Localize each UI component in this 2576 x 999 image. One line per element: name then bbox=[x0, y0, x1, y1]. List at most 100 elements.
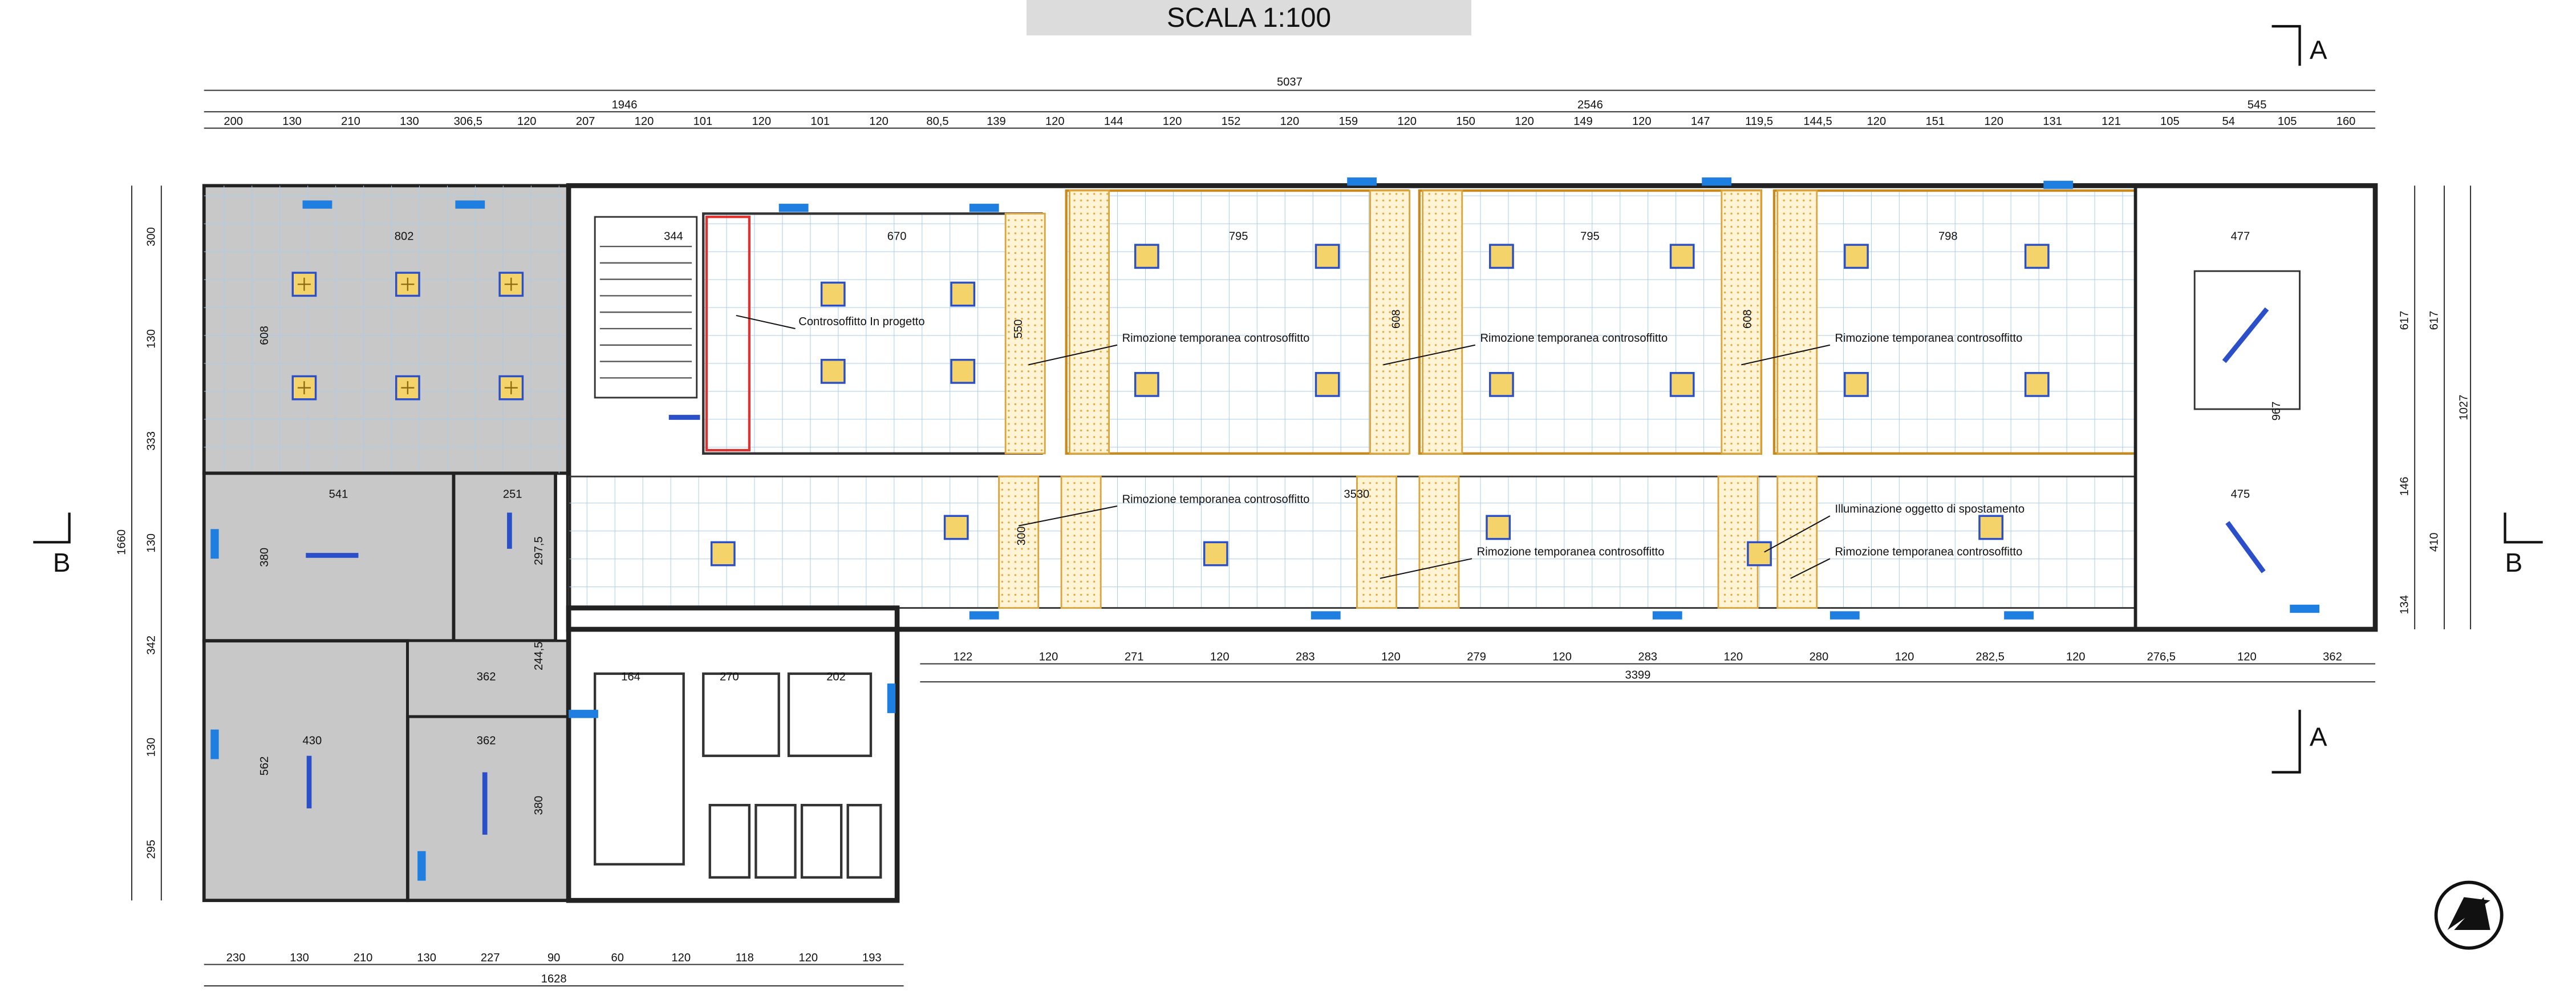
dim-bot-seg-1: 130 bbox=[290, 952, 309, 964]
dim-top-seg-26: 119,5 bbox=[1745, 115, 1773, 128]
dim-bottom-total: 1628 bbox=[541, 973, 567, 985]
section-marker-b-right bbox=[2504, 512, 2543, 544]
label-rimozione-2: Rimozione temporanea controsoffitto bbox=[1480, 332, 1668, 345]
dim-mid-total: 3399 bbox=[1625, 669, 1651, 681]
wc-1-width: 164 bbox=[621, 670, 640, 683]
room2-height: 380 bbox=[258, 548, 271, 567]
dim-left-seg-0: 300 bbox=[145, 227, 157, 246]
dim-right-inner-b1: 146 bbox=[2399, 477, 2411, 496]
label-illuminazione: Illuminazione oggetto di spostamento bbox=[1835, 503, 2025, 516]
dim-mid-seg-13: 120 bbox=[2066, 651, 2086, 664]
dim-top-seg-22: 120 bbox=[1515, 115, 1534, 128]
dim-top-seg-21: 150 bbox=[1456, 115, 1475, 128]
label-rimozione-1: Rimozione temporanea controsoffitto bbox=[1122, 332, 1310, 345]
room3-height: 562 bbox=[258, 757, 271, 776]
dim-left-seg-6: 295 bbox=[145, 840, 157, 859]
dim-top-right-total: 545 bbox=[2248, 99, 2267, 111]
dim-bot-seg-6: 60 bbox=[611, 952, 623, 964]
dim-top-seg-27: 144,5 bbox=[1803, 115, 1832, 128]
dim-top-seg-24: 120 bbox=[1632, 115, 1652, 128]
dim-mid-seg-5: 120 bbox=[1381, 651, 1401, 664]
hall-width: 3530 bbox=[1344, 488, 1369, 501]
dim-top-seg-3: 130 bbox=[400, 115, 419, 128]
dim-left-seg-3: 130 bbox=[145, 533, 157, 553]
dim-top-seg-5: 120 bbox=[517, 115, 537, 128]
dim-top-seg-6: 207 bbox=[576, 115, 595, 128]
small-c: 362 bbox=[477, 670, 496, 683]
dim-top-mid-total: 2546 bbox=[1577, 99, 1603, 111]
dim-right-inner-a: 617 bbox=[2428, 311, 2440, 330]
dim-top-seg-10: 101 bbox=[810, 115, 830, 128]
right-hall-width: 475 bbox=[2231, 488, 2250, 501]
section-marker-a-bottom bbox=[2271, 710, 2301, 774]
dim-mid-seg-16: 362 bbox=[2323, 651, 2342, 664]
dim-bot-seg-0: 230 bbox=[226, 952, 246, 964]
scale-banner bbox=[1027, 0, 1471, 35]
dim-top-seg-36: 160 bbox=[2336, 115, 2356, 128]
room1-width: 802 bbox=[395, 230, 414, 242]
dim-top-seg-4: 306,5 bbox=[454, 115, 482, 128]
room-a-height: 550 bbox=[1012, 319, 1025, 339]
dim-mid-seg-2: 271 bbox=[1125, 651, 1144, 664]
label-rimozione-4: Rimozione temporanea controsoffitto bbox=[1122, 493, 1310, 505]
dim-top-seg-31: 131 bbox=[2043, 115, 2062, 128]
dim-left-seg-1: 130 bbox=[145, 329, 157, 349]
scale-title: SCALA 1:100 bbox=[1166, 3, 1332, 33]
hall-height: 300 bbox=[1016, 527, 1028, 546]
room-d-width: 798 bbox=[1938, 230, 1958, 242]
dim-mid-seg-8: 283 bbox=[1638, 651, 1657, 664]
dim-right-inner-b0: 617 bbox=[2399, 311, 2411, 330]
dim-mid-seg-15: 120 bbox=[2237, 651, 2257, 664]
small-a: 251 bbox=[503, 488, 522, 501]
section-marker-a-top bbox=[2271, 25, 2301, 66]
main-building bbox=[566, 183, 2378, 903]
room-dimensions: 802 608 541 380 430 562 362 380 251 297,… bbox=[258, 230, 2283, 815]
dim-top-seg-19: 159 bbox=[1338, 115, 1358, 128]
dim-top-seg-34: 54 bbox=[2222, 115, 2235, 128]
dim-bot-seg-2: 210 bbox=[354, 952, 373, 964]
dim-top-seg-35: 105 bbox=[2278, 115, 2297, 128]
dim-mid-seg-10: 280 bbox=[1810, 651, 1829, 664]
room-a-width: 670 bbox=[887, 230, 907, 242]
north-arrow-icon bbox=[2434, 880, 2504, 950]
dim-bot-seg-4: 227 bbox=[481, 952, 500, 964]
dim-top-seg-29: 151 bbox=[1925, 115, 1945, 128]
dim-bot-seg-3: 130 bbox=[417, 952, 436, 964]
dim-top-left-total: 1946 bbox=[612, 99, 638, 111]
dim-top-seg-23: 149 bbox=[1573, 115, 1593, 128]
dim-mid-seg-9: 120 bbox=[1723, 651, 1743, 664]
section-a-top-label: A bbox=[2310, 35, 2327, 65]
dim-right-outer: 1027 bbox=[2457, 395, 2470, 420]
room1-height: 608 bbox=[258, 326, 271, 345]
dim-top-seg-8: 101 bbox=[693, 115, 713, 128]
small-d: 244,5 bbox=[533, 642, 545, 670]
dim-top-seg-32: 121 bbox=[2102, 115, 2121, 128]
dim-mid-seg-1: 120 bbox=[1039, 651, 1058, 664]
dim-bot-seg-8: 118 bbox=[736, 952, 754, 964]
right-stair-width: 477 bbox=[2231, 230, 2250, 242]
dim-top-seg-11: 120 bbox=[869, 115, 889, 128]
dim-right-inner-b2: 410 bbox=[2428, 533, 2440, 552]
dim-mid-seg-11: 120 bbox=[1895, 651, 1914, 664]
dim-left-seg-2: 333 bbox=[145, 431, 157, 451]
left-block-rooms bbox=[202, 184, 570, 903]
dim-mid-seg-14: 276,5 bbox=[2147, 651, 2176, 664]
dim-top-seg-14: 120 bbox=[1045, 115, 1065, 128]
label-controsoffitto-progetto: Controsoffitto In progetto bbox=[798, 316, 924, 328]
annotations: Controsoffitto In progetto Rimozione tem… bbox=[736, 314, 2025, 579]
dim-top-seg-1: 130 bbox=[282, 115, 302, 128]
dim-bot-seg-5: 90 bbox=[547, 952, 560, 964]
dim-mid-seg-3: 120 bbox=[1210, 651, 1230, 664]
dim-left-total: 1660 bbox=[116, 529, 128, 555]
dim-top-seg-20: 120 bbox=[1397, 115, 1417, 128]
room-b-height: 608 bbox=[1390, 309, 1402, 329]
dim-mid-seg-12: 282,5 bbox=[1975, 651, 2004, 664]
dim-bot-seg-7: 120 bbox=[671, 952, 691, 964]
dimension-lines bbox=[131, 90, 2472, 986]
label-rimozione-5: Rimozione temporanea controsoffitto bbox=[1477, 545, 1665, 558]
